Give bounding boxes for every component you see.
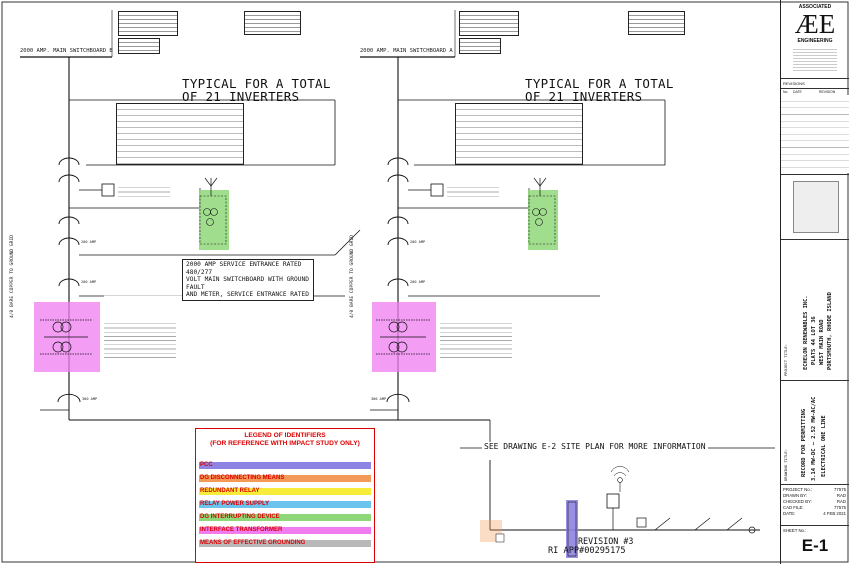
right-top-note-box-3 — [628, 11, 685, 35]
legend-item: RELAY POWER SUPPLY — [199, 501, 371, 508]
right-ground-label: 4/0 BARE COPPER TO GROUND GRID — [350, 235, 355, 318]
date-label: DATE: — [783, 511, 796, 516]
legend-item: DG DISCONNECTING MEANS — [199, 475, 371, 482]
seal-cell — [781, 175, 849, 240]
title-block: ASSOCIATED ÆE ENGINEERING REVISIONS No. … — [780, 0, 850, 564]
legend-item-label: PCC — [200, 462, 213, 468]
drawing-title-line-2: 3.14 MW-DC – 2.52 MW-AC/AC — [811, 396, 817, 481]
project-no-label: PROJECT No.: — [783, 487, 813, 492]
owner-line-3: WEST MAIN ROAD — [819, 319, 825, 365]
service-entrance-note: 2000 AMP SERVICE ENTRANCE RATED 480/277 … — [182, 259, 314, 301]
project-title-cell: PROJECT TITLE: ECHELON RENEWABLES INC. P… — [781, 240, 849, 381]
drawn-by-label: DRAWN BY: — [783, 493, 807, 498]
right-typical-line1: TYPICAL FOR A TOTAL — [525, 76, 674, 91]
firm-logo-cell: ASSOCIATED ÆE ENGINEERING — [781, 0, 849, 79]
firm-address — [793, 47, 837, 71]
legend-item: REDUNDANT RELAY — [199, 488, 371, 495]
left-top-note-box — [118, 11, 178, 36]
owner-line-1: ECHELON RENEWABLES INC. — [803, 295, 809, 370]
service-note-line1: 2000 AMP SERVICE ENTRANCE RATED 480/277 — [186, 261, 302, 276]
project-no: 77575 — [834, 487, 846, 492]
left-breaker-mid: 200 AMP — [81, 280, 97, 284]
right-meter-note — [447, 184, 499, 199]
left-switchboard-label: 2000 AMP. MAIN SWITCHBOARD B — [20, 48, 113, 54]
drawing-title-line-1: RECORD FOR PERMITTING — [801, 408, 807, 477]
owner-line-2: PLATS 44 LOT 36 — [811, 316, 817, 365]
left-meter-note — [118, 184, 170, 199]
right-top-note-box-2 — [459, 38, 501, 54]
checked-by: RAD — [836, 499, 846, 504]
rev-col-revision: REVISION — [819, 90, 836, 94]
drawing-title-label: DRAWING TITLE: — [783, 448, 788, 481]
revisions-label: REVISIONS — [783, 81, 805, 86]
rev-col-date: DATE — [793, 90, 802, 94]
checked-by-label: CHECKED BY: — [783, 499, 812, 504]
legend-item: DG INTERRUPTING DEVICE — [199, 514, 371, 521]
legend-item: PCC — [199, 462, 371, 469]
left-top-note-box-3 — [244, 11, 301, 35]
left-breaker-bottom: 300 AMP — [82, 397, 98, 401]
drawn-by: RAD — [836, 493, 846, 498]
left-inverter-table — [116, 103, 244, 165]
right-transformer-note — [440, 320, 512, 360]
left-feeder-note — [104, 292, 190, 298]
drawing-title-cell: DRAWING TITLE: RECORD FOR PERMITTING 3.1… — [781, 381, 849, 485]
legend-item-label: REDUNDANT RELAY — [200, 488, 260, 494]
sheet-no-label: SHEET No.: — [783, 528, 807, 533]
engineer-seal — [793, 181, 839, 233]
legend-title: LEGEND OF IDENTIFIERS — [244, 432, 326, 439]
legend-item-label: INTERFACE TRANSFORMER — [200, 527, 283, 533]
legend-of-identifiers: LEGEND OF IDENTIFIERS (FOR REFERENCE WIT… — [195, 428, 375, 563]
left-ground-label: 4/0 BARE COPPER TO GROUND GRID — [10, 235, 15, 318]
right-breaker-bottom: 300 AMP — [371, 397, 387, 401]
legend-item-label: DG INTERRUPTING DEVICE — [200, 514, 280, 520]
legend-subtitle: (FOR REFERENCE WITH IMPACT STUDY ONLY) — [210, 440, 360, 448]
legend-item-label: MEANS OF EFFECTIVE GROUNDING — [200, 540, 306, 546]
left-typical-line2: OF 21 INVERTERS — [182, 89, 300, 104]
project-title-label: PROJECT TITLE: — [783, 343, 788, 376]
service-note-line3: AND METER, SERVICE ENTRANCE RATED — [186, 291, 309, 299]
firm-bottom: ENGINEERING — [797, 38, 833, 44]
revision-rows — [781, 95, 849, 173]
left-top-note-box-2 — [118, 38, 160, 54]
right-breaker-top: 200 AMP — [410, 240, 426, 244]
cad-file-label: CAD FILE: — [783, 505, 804, 510]
left-transformer-note — [104, 320, 176, 360]
drawing-title-line-3: ELECTRICAL ONE LINE — [821, 415, 827, 477]
right-top-note-box — [459, 11, 519, 36]
legend-item-label: DG DISCONNECTING MEANS — [200, 475, 285, 481]
site-plan-note: SEE DRAWING E-2 SITE PLAN FOR MORE INFOR… — [482, 442, 708, 451]
right-switchboard-label: 2000 AMP. MAIN SWITCHBOARD A — [360, 48, 453, 54]
legend-item-label: RELAY POWER SUPPLY — [200, 501, 270, 507]
firm-top: ASSOCIATED — [798, 4, 832, 10]
owner-line-4: PORTSMOUTH, RHODE ISLAND — [827, 292, 833, 370]
service-note-line2: VOLT MAIN SWITCHBOARD WITH GROUND FAULT — [186, 276, 309, 291]
legend-item: MEANS OF EFFECTIVE GROUNDING — [199, 540, 371, 547]
ri-app-number: RI APP#00295175 — [548, 546, 626, 556]
right-inverter-table — [455, 103, 583, 165]
cad-file: 77575 — [834, 505, 846, 510]
legend-item: INTERFACE TRANSFORMER — [199, 527, 371, 534]
right-breaker-mid: 200 AMP — [410, 280, 426, 284]
left-typical-line1: TYPICAL FOR A TOTAL — [182, 76, 331, 91]
revision-stamp: REVISION #3 — [578, 536, 634, 546]
right-typical-line2: OF 21 INVERTERS — [525, 89, 643, 104]
left-breaker-top: 200 AMP — [81, 240, 97, 244]
sheet-no-cell: SHEET No.: E-1 — [781, 526, 849, 563]
project-info-cell: PROJECT No.: 77575 DRAWN BY: RAD CHECKED… — [781, 485, 849, 526]
rev-col-no: No. — [783, 90, 789, 94]
date-value: 4 FEB 2021 — [823, 511, 846, 516]
firm-logo: ÆE — [794, 9, 836, 39]
sheet-number: E-1 — [801, 536, 829, 555]
revisions-cell: REVISIONS No. DATE REVISION — [781, 79, 849, 175]
